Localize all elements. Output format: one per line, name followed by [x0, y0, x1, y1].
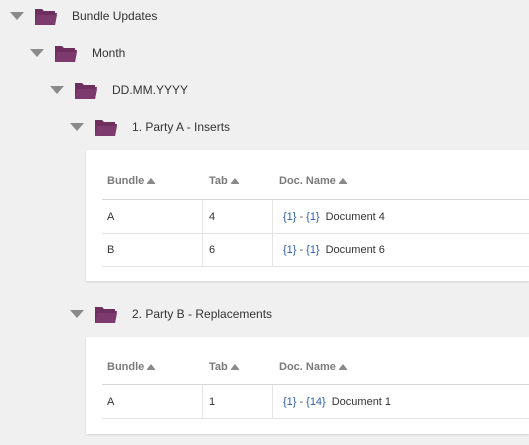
- caret-down-icon[interactable]: [70, 310, 84, 318]
- cell-tab: 4: [209, 210, 216, 223]
- column-header-tab[interactable]: Tab: [209, 175, 239, 187]
- caret-down-icon[interactable]: [50, 86, 64, 94]
- cell-bundle: A: [107, 395, 115, 408]
- tree-node-bundle-updates[interactable]: Bundle Updates: [10, 4, 157, 28]
- tree-node-label[interactable]: 2. Party B - Replacements: [132, 307, 273, 321]
- folder-open-icon: [94, 118, 118, 137]
- sort-ascending-icon[interactable]: [230, 363, 239, 370]
- sort-ascending-icon[interactable]: [147, 363, 156, 370]
- doc-name: Document 1: [331, 395, 392, 408]
- tree-node-month[interactable]: Month: [30, 41, 125, 65]
- cell-tab: 1: [209, 395, 216, 408]
- tree-node-party-b[interactable]: 2. Party B - Replacements: [70, 302, 272, 326]
- tree-node-label[interactable]: Month: [92, 46, 126, 60]
- column-header-label: Bundle: [107, 361, 145, 373]
- column-header-label: Tab: [209, 175, 228, 187]
- column-divider: [272, 233, 273, 266]
- cell-doc-name: {1} - {1} Document 4: [283, 200, 385, 233]
- tree-node-label[interactable]: DD.MM.YYYY: [112, 83, 189, 97]
- doc-name: Document 6: [325, 243, 385, 256]
- cell-bundle: A: [107, 210, 115, 223]
- doc-ref-link[interactable]: {1}: [283, 395, 297, 408]
- column-divider: [202, 385, 203, 418]
- doc-ref-separator: -: [299, 210, 304, 223]
- column-header-bundle[interactable]: Bundle: [107, 361, 156, 373]
- folder-open-icon: [94, 305, 118, 324]
- doc-ref-link[interactable]: {1}: [306, 243, 320, 256]
- tree-node-label[interactable]: Bundle Updates: [72, 9, 158, 23]
- column-header-bundle[interactable]: Bundle: [107, 175, 156, 187]
- column-header-doc-name[interactable]: Doc. Name: [279, 361, 347, 373]
- folder-open-icon: [54, 44, 78, 63]
- table-row[interactable]: A 4 {1} - {1} Document 4: [102, 200, 529, 234]
- folder-open-icon: [34, 7, 58, 26]
- column-divider: [272, 200, 273, 233]
- sort-ascending-icon[interactable]: [338, 363, 347, 370]
- doc-ref-link[interactable]: {1}: [283, 243, 297, 256]
- column-header-tab[interactable]: Tab: [209, 361, 239, 373]
- folder-open-icon: [74, 81, 98, 100]
- caret-down-icon[interactable]: [10, 12, 24, 20]
- column-header-label: Bundle: [107, 175, 145, 187]
- grid-header: Bundle Tab Doc. Name: [102, 162, 529, 200]
- column-divider: [202, 200, 203, 233]
- grid-header: Bundle Tab Doc. Name: [102, 349, 529, 385]
- doc-ref-link[interactable]: {1}: [283, 210, 297, 223]
- column-header-label: Doc. Name: [279, 361, 336, 373]
- doc-ref-link[interactable]: {14}: [306, 395, 326, 408]
- documents-panel-party-b: Bundle Tab Doc. Name A 1 {1} - {14} Docu…: [86, 337, 529, 434]
- tree-node-label[interactable]: 1. Party A - Inserts: [132, 120, 231, 134]
- cell-doc-name: {1} - {14} Document 1: [283, 385, 391, 418]
- sort-ascending-icon[interactable]: [147, 177, 156, 184]
- column-header-label: Tab: [209, 361, 228, 373]
- doc-ref-link[interactable]: {1}: [306, 210, 320, 223]
- cell-doc-name: {1} - {1} Document 6: [283, 233, 385, 266]
- caret-down-icon[interactable]: [30, 49, 44, 57]
- column-divider: [272, 385, 273, 418]
- tree-node-party-a[interactable]: 1. Party A - Inserts: [70, 115, 230, 139]
- column-header-doc-name[interactable]: Doc. Name: [279, 175, 347, 187]
- doc-ref-separator: -: [299, 243, 304, 256]
- doc-ref-separator: -: [299, 395, 304, 408]
- column-divider: [202, 233, 203, 266]
- sort-ascending-icon[interactable]: [230, 177, 239, 184]
- cell-tab: 6: [209, 243, 216, 256]
- column-header-label: Doc. Name: [279, 175, 336, 187]
- caret-down-icon[interactable]: [70, 123, 84, 131]
- doc-name: Document 4: [325, 210, 385, 223]
- cell-bundle: B: [107, 243, 115, 256]
- table-row[interactable]: B 6 {1} - {1} Document 6: [102, 233, 529, 267]
- tree-node-date[interactable]: DD.MM.YYYY: [50, 78, 188, 102]
- sort-ascending-icon[interactable]: [338, 177, 347, 184]
- table-row[interactable]: A 1 {1} - {14} Document 1: [102, 385, 529, 419]
- documents-panel-party-a: Bundle Tab Doc. Name A 4 {1} - {1} Docum…: [86, 150, 529, 281]
